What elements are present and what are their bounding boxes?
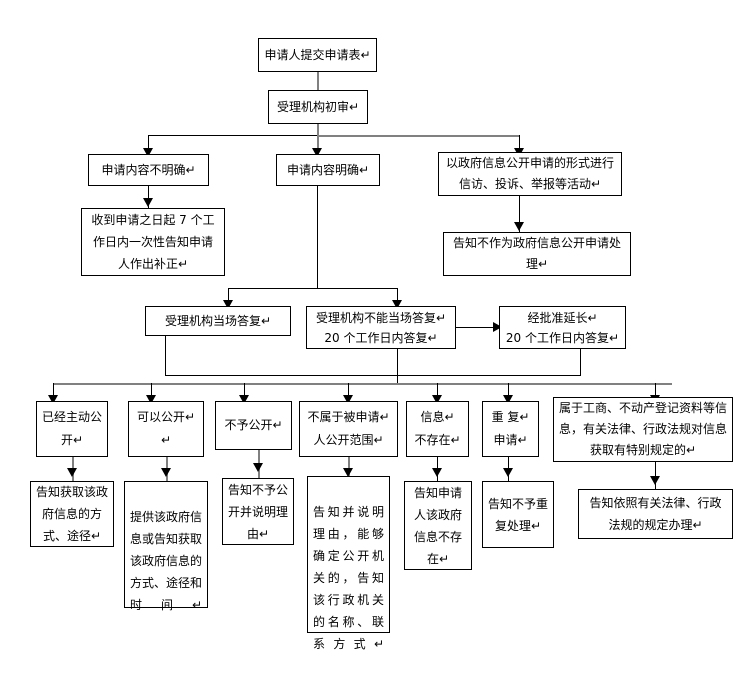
node-label: 申请内容明确↵	[286, 162, 370, 177]
node-content-clear[interactable]: 申请内容明确↵	[276, 154, 380, 186]
node-provide-or-notify-method[interactable]: 提供该政府信息或告知获取该政府信息的方式、途径和时间↵	[124, 481, 208, 612]
connector-onsite-down	[165, 336, 166, 375]
connector-merge-stem	[397, 375, 398, 383]
node-label: 申请人提交申请表↵	[264, 47, 371, 62]
connector-petition-to-nottreated	[519, 196, 520, 232]
connector-to-notdisclosed	[244, 383, 245, 401]
node-label: 受理机构不能当场答复↵ 20 个工作日内答复↵	[315, 310, 447, 345]
node-label: 经批准延长↵ 20 个工作日内答复↵	[505, 310, 620, 345]
connector-clear-stem	[317, 186, 318, 288]
arrow-notexist-to-notify	[432, 468, 442, 477]
node-may-disclose[interactable]: 可以公开↵ ↵	[128, 401, 204, 457]
connector-to-may	[151, 383, 152, 401]
node-content-unclear[interactable]: 申请内容不明确↵	[88, 154, 209, 186]
arrow-to-unclear	[143, 148, 153, 157]
connector-review-bus-right	[317, 135, 520, 137]
node-info-not-exist[interactable]: 信息↵ 不存在↵	[406, 401, 469, 457]
node-label: 告知并说明理由，能够确定公开机关的，告知该行政机关的名称、联系方式↵	[313, 505, 384, 651]
node-label: 重 复↵ 申请↵	[491, 410, 530, 447]
arrow-to-onsite	[223, 300, 233, 309]
arrow-notonsite-to-extension	[493, 322, 502, 332]
node-label: 以政府信息公开申请的形式进行信访、投诉、举报等活动↵	[445, 156, 614, 191]
node-notify-follow-law[interactable]: 告知依照有关法律、行政法规的规定办理↵	[578, 489, 733, 539]
node-special-regulated-info[interactable]: 属于工商、不动产登记资料等信息，有关法律、行政法规对信息获取有特别规定的↵	[553, 397, 733, 462]
connector-to-onsite	[228, 288, 229, 306]
node-label: 告知不作为政府信息公开申请处理↵	[452, 236, 621, 271]
connector-to-clear	[317, 135, 319, 154]
arrow-to-outside	[343, 395, 353, 404]
connector-to-outside	[348, 383, 349, 401]
connector-to-already	[53, 383, 54, 401]
node-cannot-answer-on-site[interactable]: 受理机构不能当场答复↵ 20 个工作日内答复↵	[306, 306, 456, 349]
arrow-to-clear	[312, 148, 322, 157]
connector-notonsite-to-extension	[456, 327, 499, 328]
node-label: 告知不予重复处理↵	[487, 496, 548, 533]
arrow-to-already	[48, 395, 58, 404]
connector-to-notonsite	[397, 288, 398, 306]
node-label: 受理机构当场答复↵	[164, 313, 272, 328]
connector-to-unclear	[148, 135, 149, 154]
node-label: 不予公开↵	[224, 418, 283, 432]
arrow-petition-to-nottreated	[514, 222, 524, 231]
arrow-to-repeat	[503, 395, 513, 404]
connector-merge-bus	[165, 375, 581, 376]
connector-main-distribution-bus	[53, 383, 672, 385]
node-label: 告知获取该政府信息的方式、途径↵	[35, 485, 108, 543]
connector-to-notexist	[437, 383, 438, 401]
connector-unclear-to-correction	[148, 186, 149, 208]
node-notify-access-method[interactable]: 告知获取该政府信息的方式、途径↵	[30, 481, 114, 547]
arrow-may-to-provide	[161, 468, 171, 477]
connector-special-to-notify	[655, 462, 656, 489]
node-petition-form[interactable]: 以政府信息公开申请的形式进行信访、投诉、举报等活动↵	[438, 152, 622, 196]
arrow-to-may	[146, 395, 156, 404]
node-submit-application[interactable]: 申请人提交申请表↵	[258, 38, 377, 72]
node-notify-no-repeat[interactable]: 告知不予重复处理↵	[482, 481, 554, 548]
connector-extension-down	[580, 349, 581, 375]
arrow-unclear-to-correction	[143, 198, 153, 207]
connector-review-bus-left	[148, 135, 318, 136]
node-label: 属于工商、不动产登记资料等信息，有关法律、行政法规对信息获取有特别规定的↵	[559, 401, 728, 457]
node-already-disclosed[interactable]: 已经主动公开↵	[36, 401, 108, 457]
node-label: 告知依照有关法律、行政法规的规定办理↵	[589, 496, 722, 532]
arrow-already-to-notify	[67, 468, 77, 477]
connector-clear-bus	[228, 288, 398, 289]
node-label: 申请内容不明确↵	[101, 162, 196, 177]
node-notify-refusal-reason[interactable]: 告知不予公开并说明理由↵	[222, 478, 294, 545]
connector-to-petition	[519, 135, 520, 154]
connector-to-special	[655, 383, 656, 401]
node-label: 不属于被申请↵ 人公开范围↵	[307, 410, 390, 447]
connector-submit-to-review	[317, 72, 319, 101]
node-answer-on-site[interactable]: 受理机构当场答复↵	[145, 306, 291, 336]
node-label: 受理机构初审↵	[276, 99, 360, 114]
node-label: 信息↵ 不存在↵	[414, 410, 461, 447]
node-notify-reason-and-agency[interactable]: 告知并说明理由，能够确定公开机关的，告知该行政机关的名称、联系方式↵	[307, 476, 390, 651]
node-label: 告知不予公开并说明理由↵	[227, 482, 288, 541]
node-label: 告知申请人该政府信息不存在↵	[413, 485, 462, 566]
arrow-notdisclosed-to-reason	[253, 463, 263, 472]
arrow-to-notexist	[432, 395, 442, 404]
connector-to-repeat	[508, 383, 509, 401]
node-initial-review[interactable]: 受理机构初审↵	[268, 90, 368, 124]
connector-notonsite-down	[397, 349, 398, 383]
node-label: 可以公开↵ ↵	[136, 410, 196, 447]
connector-review-stem	[317, 124, 319, 136]
node-notify-correction[interactable]: 收到申请之日起 7 个工作日内一次性告知申请人作出补正↵	[81, 208, 225, 276]
arrow-to-notdisclosed	[239, 395, 249, 404]
node-outside-scope[interactable]: 不属于被申请↵ 人公开范围↵	[299, 401, 398, 457]
arrow-repeat-to-notify	[503, 468, 513, 477]
arrow-special-to-notify	[650, 476, 660, 485]
arrow-outside-to-notify	[343, 468, 353, 477]
node-not-treated-as-request[interactable]: 告知不作为政府信息公开申请处理↵	[443, 232, 631, 276]
node-label: 提供该政府信息或告知获取该政府信息的方式、途径和时间↵	[130, 510, 203, 612]
node-not-disclosed[interactable]: 不予公开↵	[215, 401, 292, 450]
node-notify-info-not-exist[interactable]: 告知申请人该政府信息不存在↵	[404, 481, 472, 570]
node-approved-extension[interactable]: 经批准延长↵ 20 个工作日内答复↵	[499, 306, 626, 349]
arrow-to-notonsite	[392, 300, 402, 309]
node-label: 已经主动公开↵	[41, 410, 102, 447]
node-label: 收到申请之日起 7 个工作日内一次性告知申请人作出补正↵	[91, 213, 215, 271]
node-repeat-request[interactable]: 重 复↵ 申请↵	[482, 401, 539, 457]
